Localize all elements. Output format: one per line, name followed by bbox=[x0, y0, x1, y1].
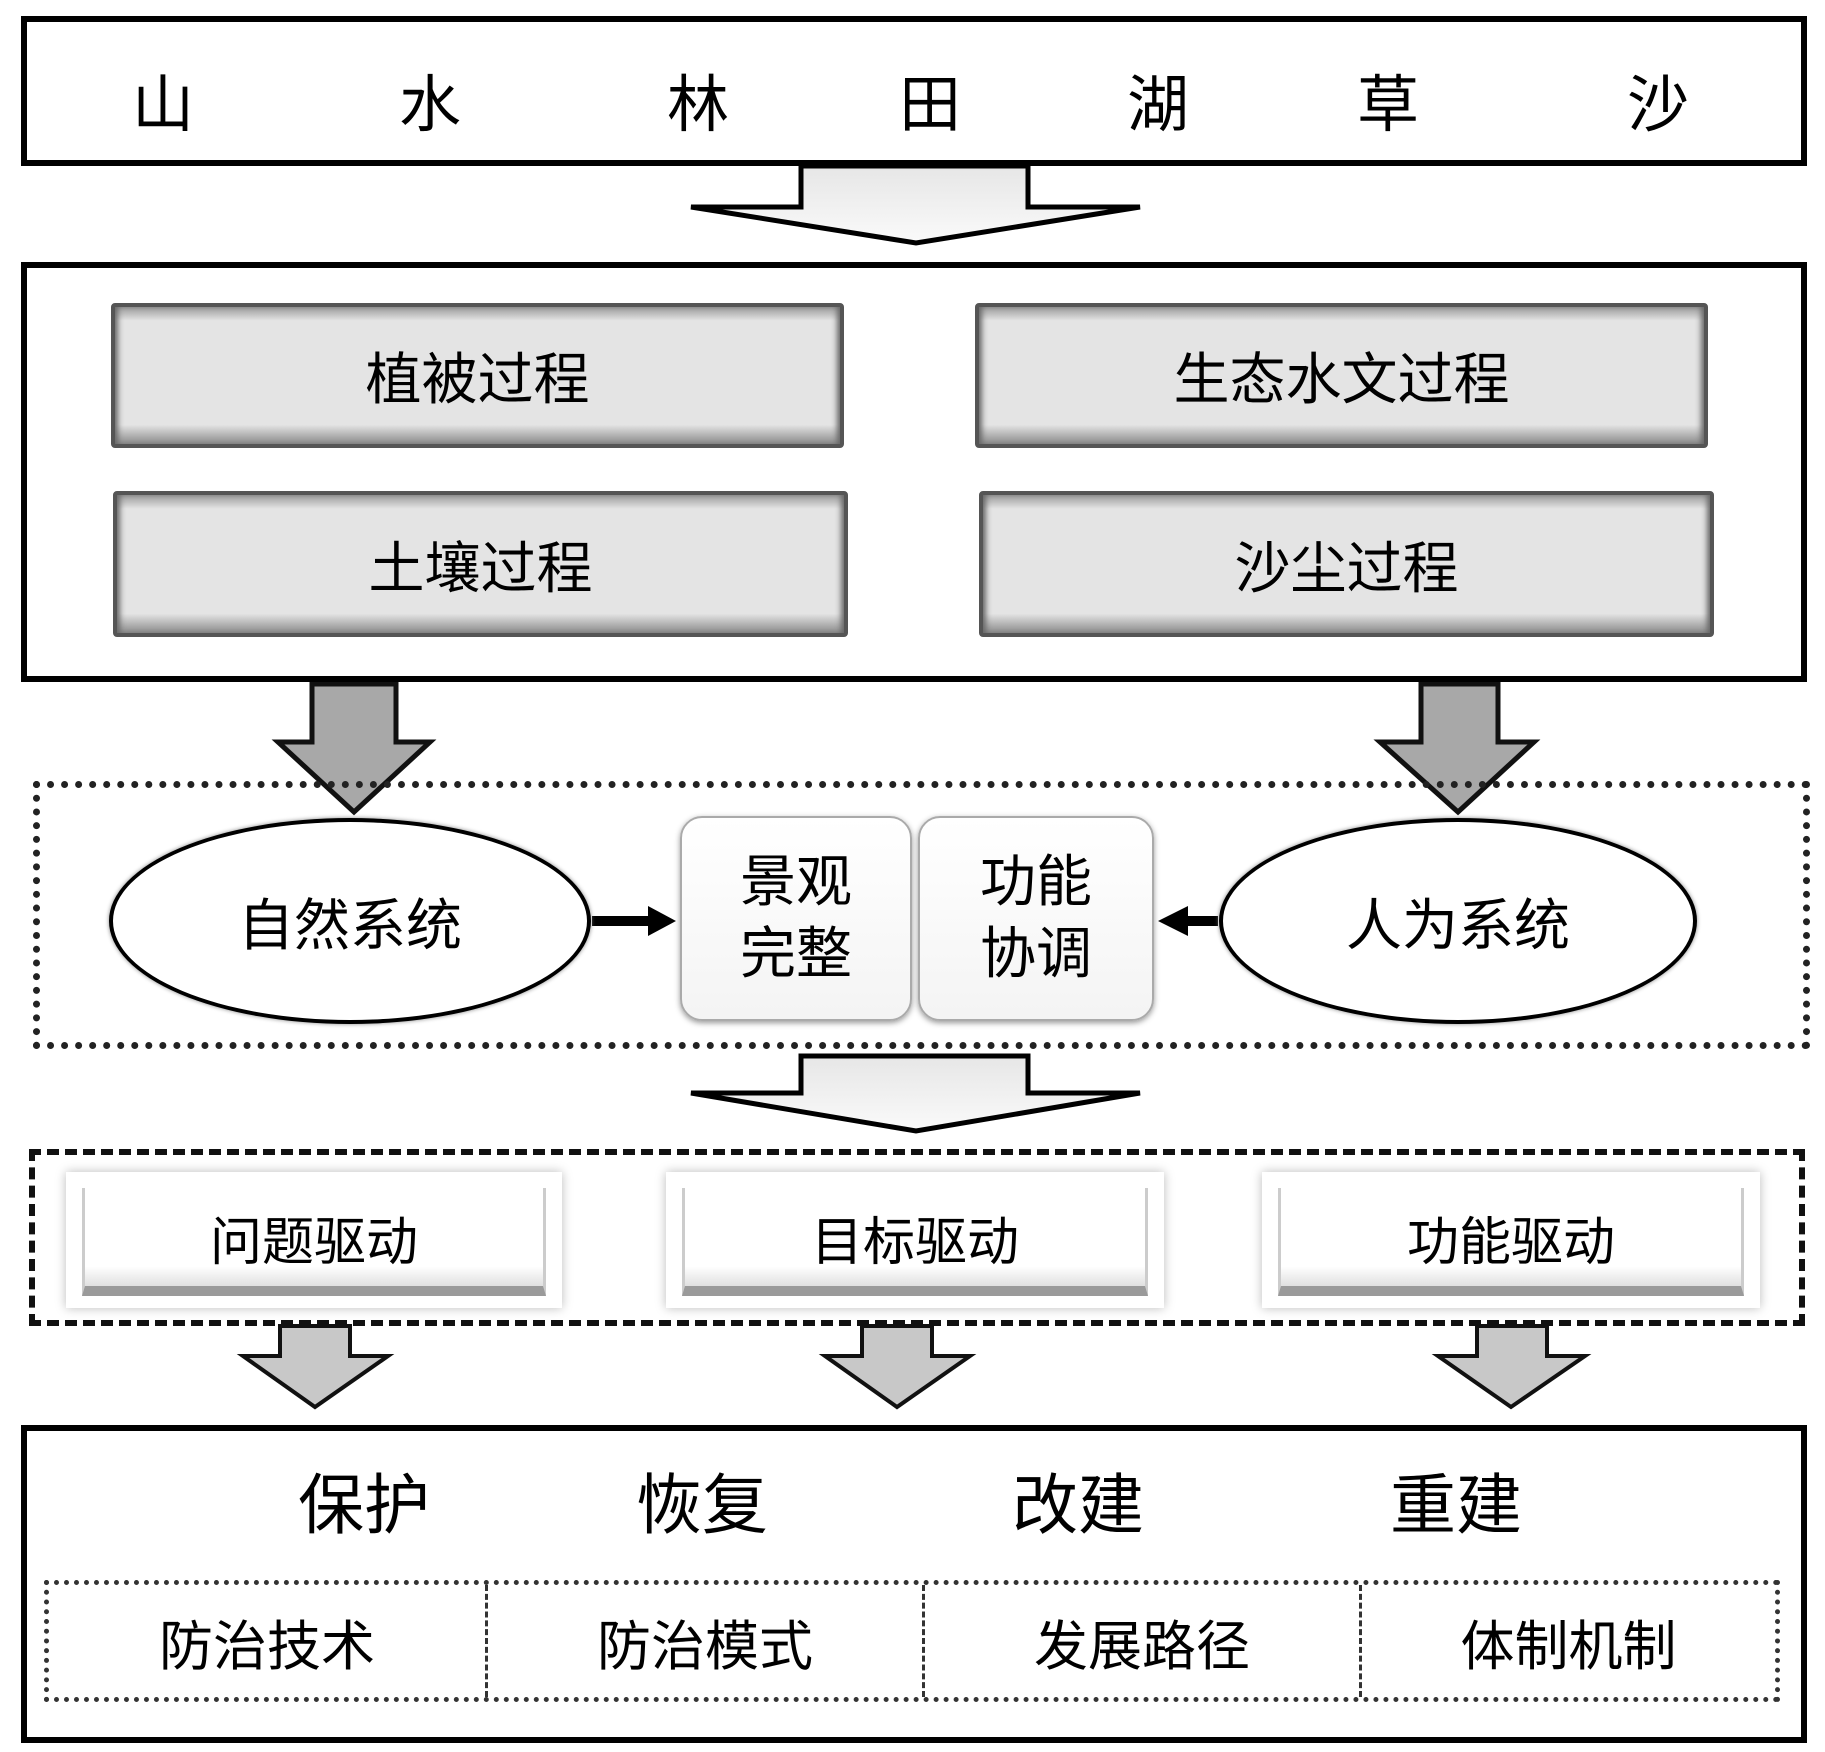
down-arrow-1 bbox=[690, 163, 1141, 246]
natural-system-ellipse: 自然系统 bbox=[109, 818, 591, 1024]
process-label: 土壤过程 bbox=[368, 536, 593, 602]
process-vegetation: 植被过程 bbox=[111, 303, 844, 448]
landscape-integrity-line-2: 完整 bbox=[740, 921, 852, 987]
drivers-box bbox=[29, 1149, 1805, 1326]
natural-system-label: 自然系统 bbox=[238, 893, 462, 959]
measure-label: 体制机制 bbox=[1460, 1614, 1677, 1678]
element-sand: 沙 bbox=[1627, 68, 1690, 141]
driver-label: 目标驱动 bbox=[810, 1212, 1019, 1273]
element-farmland: 田 bbox=[899, 68, 962, 141]
landscape-integrity-line-1: 景观 bbox=[740, 849, 852, 915]
action-rebuild: 改建 bbox=[1012, 1467, 1144, 1544]
element-mountain: 山 bbox=[132, 68, 195, 141]
function-coordination-box: 功能 协调 bbox=[918, 816, 1154, 1021]
driver-problem: 问题驱动 bbox=[66, 1172, 562, 1308]
driver-function: 功能驱动 bbox=[1262, 1172, 1760, 1308]
human-system-ellipse: 人为系统 bbox=[1219, 818, 1697, 1024]
driver-label: 功能驱动 bbox=[1406, 1212, 1615, 1273]
systems-box bbox=[33, 781, 1810, 1049]
element-lake: 湖 bbox=[1127, 68, 1190, 141]
action-restore: 恢复 bbox=[636, 1467, 768, 1544]
measure-label: 发展路径 bbox=[1034, 1614, 1250, 1678]
action-protect: 保护 bbox=[298, 1467, 430, 1544]
measure-label: 防治技术 bbox=[159, 1614, 375, 1678]
element-grass: 草 bbox=[1357, 68, 1420, 141]
down-arrow-driver-1 bbox=[236, 1324, 395, 1410]
process-dust: 沙尘过程 bbox=[979, 491, 1714, 637]
action-reconstruct: 重建 bbox=[1390, 1467, 1522, 1544]
down-arrow-2 bbox=[690, 1053, 1141, 1134]
down-arrow-right bbox=[1373, 681, 1541, 816]
arrow-right-to-center bbox=[592, 906, 676, 936]
down-arrow-driver-3 bbox=[1431, 1324, 1592, 1410]
driver-label: 问题驱动 bbox=[209, 1212, 418, 1273]
driver-goal: 目标驱动 bbox=[666, 1172, 1164, 1308]
landscape-elements-box: 山 水 林 田 湖 草 沙 bbox=[21, 16, 1807, 166]
down-arrow-left bbox=[271, 681, 437, 816]
measure-prevention-mode: 防治模式 bbox=[488, 1585, 925, 1697]
measures-row: 防治技术 防治模式 发展路径 体制机制 bbox=[44, 1580, 1780, 1702]
element-forest: 林 bbox=[667, 68, 730, 141]
human-system-label: 人为系统 bbox=[1346, 893, 1570, 959]
function-coordination-line-2: 协调 bbox=[980, 921, 1092, 987]
process-label: 沙尘过程 bbox=[1234, 536, 1459, 602]
measure-label: 防治模式 bbox=[597, 1614, 813, 1678]
measure-institutional-mechanism: 体制机制 bbox=[1362, 1585, 1775, 1697]
measure-development-path: 发展路径 bbox=[925, 1585, 1362, 1697]
measure-prevention-technology: 防治技术 bbox=[49, 1585, 488, 1697]
process-soil: 土壤过程 bbox=[113, 491, 848, 637]
landscape-integrity-box: 景观 完整 bbox=[680, 816, 912, 1021]
arrow-left-to-center bbox=[1158, 906, 1218, 936]
element-water: 水 bbox=[399, 68, 462, 141]
process-label: 植被过程 bbox=[365, 348, 590, 413]
process-ecohydrology: 生态水文过程 bbox=[975, 303, 1708, 448]
process-label: 生态水文过程 bbox=[1173, 348, 1510, 413]
function-coordination-line-1: 功能 bbox=[980, 849, 1092, 915]
down-arrow-driver-2 bbox=[818, 1324, 977, 1410]
